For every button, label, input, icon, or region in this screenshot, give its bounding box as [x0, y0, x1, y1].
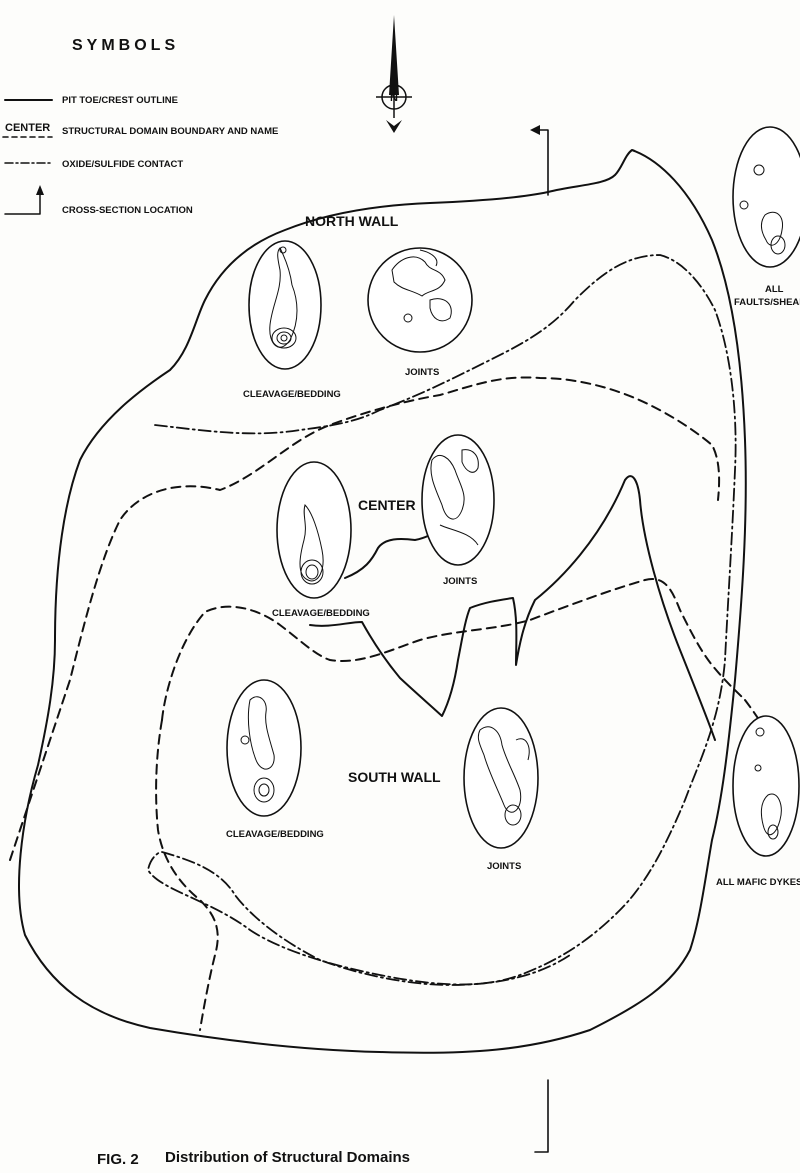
domain-boundary-center-south — [161, 578, 746, 721]
stereonet-label-south-joints: JOINTS — [487, 861, 521, 872]
domain-boundary-south-outer — [155, 719, 219, 1031]
cross-section-arrow-north — [530, 125, 549, 196]
stereonet-center-cleavage — [276, 461, 352, 599]
figure-number: FIG. 2 — [97, 1151, 139, 1168]
oxide-sulfide-contact-inner — [161, 851, 571, 986]
legend-item-pit-outline: PIT TOE/CREST OUTLINE — [62, 95, 178, 106]
stereonet-north-joints — [367, 247, 473, 353]
domain-label-south-wall: SOUTH WALL — [348, 769, 441, 785]
stereonet-south-cleavage — [226, 679, 302, 817]
north-label: N — [390, 92, 398, 104]
legend-section-arrow-symbol — [4, 185, 44, 215]
legend-domain-name-sample: CENTER — [5, 122, 50, 134]
stereonet-center-joints — [421, 434, 495, 566]
domain-label-north-wall: NORTH WALL — [305, 213, 399, 229]
stereonet-label-faults-line2: FAULTS/SHEARS — [734, 297, 800, 308]
stereonet-label-north-joints: JOINTS — [405, 367, 439, 378]
figure-caption: Distribution of Structural Domains — [165, 1149, 410, 1166]
legend-item-oxide-contact: OXIDE/SULFIDE CONTACT — [62, 159, 183, 170]
legend-item-domain-boundary: STRUCTURAL DOMAIN BOUNDARY AND NAME — [62, 126, 278, 137]
stereonet-mafic-dykes — [732, 715, 800, 857]
north-arrow-icon: N — [376, 15, 412, 133]
stereonet-label-mafic-dykes: ALL MAFIC DYKES — [716, 877, 800, 888]
pit-toe-outline — [344, 527, 439, 579]
oxide-sulfide-contact-outer — [147, 254, 737, 986]
stereonet-label-north-cleavage: CLEAVAGE/BEDDING — [243, 389, 341, 400]
legend: SYMBOLS PIT TOE/CREST OUTLINE CENTER STR… — [2, 37, 278, 216]
legend-item-cross-section: CROSS-SECTION LOCATION — [62, 205, 193, 216]
pit-crest-outline — [18, 149, 747, 1054]
stereonet-label-center-cleavage: CLEAVAGE/BEDDING — [272, 608, 370, 619]
cross-section-arrow-south — [534, 1079, 549, 1153]
stereonet-south-joints — [463, 707, 539, 849]
domain-boundary-north-center — [9, 376, 721, 861]
stereonet-faults-shears — [732, 126, 800, 268]
stereonet-label-center-joints: JOINTS — [443, 576, 477, 587]
stereonet-label-south-cleavage: CLEAVAGE/BEDDING — [226, 829, 324, 840]
legend-title: SYMBOLS — [72, 37, 179, 54]
domain-label-center: CENTER — [358, 497, 416, 513]
stereonet-label-faults-line1: ALL — [765, 284, 784, 295]
pit-toe-outline-lower — [309, 475, 716, 741]
stereonet-north-cleavage — [248, 240, 322, 370]
